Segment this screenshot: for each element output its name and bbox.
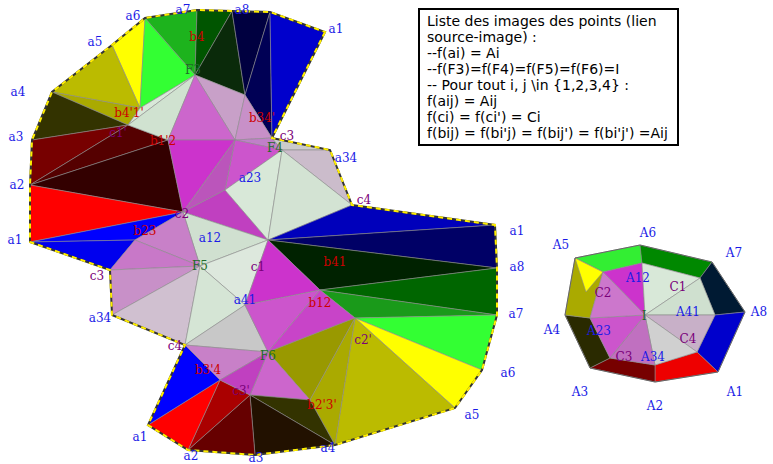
point-label: a7 [509, 308, 524, 321]
point-label: a6 [501, 367, 516, 380]
point-label: F4 [267, 142, 283, 155]
point-label: A7 [726, 247, 742, 260]
point-label: a4 [321, 442, 336, 455]
point-label: a5 [465, 409, 480, 422]
point-label: A41 [676, 306, 700, 319]
point-label: a41 [234, 294, 256, 307]
point-label: a3 [249, 452, 264, 464]
point-label: a7 [176, 4, 191, 17]
point-label: A4 [544, 324, 560, 337]
point-label: b34' [249, 112, 275, 125]
point-label: A3 [572, 386, 588, 399]
point-label: C1 [670, 281, 687, 294]
point-label: C2 [595, 287, 612, 300]
note-line: f(ci) = f(ci') = Ci [427, 109, 670, 125]
point-label: a1 [133, 431, 148, 444]
point-label: b3'4 [195, 364, 221, 377]
point-label: a5 [88, 36, 103, 49]
point-label: c1' [109, 127, 127, 140]
point-label: b2'3' [307, 399, 337, 412]
point-label: c4 [357, 194, 371, 207]
point-label: a4 [11, 86, 26, 99]
note-line: --f(F3)=f(F4)=f(F5)=f(F6)=I [427, 61, 670, 77]
point-label: b4 [189, 31, 204, 44]
point-label: a2 [184, 450, 199, 463]
point-label: A5 [553, 239, 569, 252]
note-box: Liste des images des points (lien source… [418, 8, 679, 146]
point-label: a34 [89, 312, 111, 325]
point-label: b4'1' [114, 107, 144, 120]
point-label: a1 [8, 234, 23, 247]
point-label: A23 [587, 325, 611, 338]
point-label: b23 [134, 225, 157, 238]
point-label: a1 [510, 225, 525, 238]
point-label: c2 [175, 208, 189, 221]
note-line: -- Pour tout i, j \in {1,2,3,4} : [427, 77, 670, 93]
net-face [270, 12, 325, 138]
point-label: A2 [647, 400, 663, 413]
point-label: I [642, 310, 647, 323]
point-label: a34 [335, 152, 357, 165]
polyhedron-outline [565, 245, 745, 382]
note-line: --f(ai) = Ai [427, 45, 670, 61]
point-label: c4 [168, 340, 182, 353]
point-label: A6 [640, 227, 656, 240]
point-label: a2 [10, 179, 25, 192]
point-label: a12 [199, 232, 221, 245]
note-line: Liste des images des points (lien source… [427, 13, 670, 45]
point-label: b1'2 [150, 135, 176, 148]
point-label: C4 [680, 333, 697, 346]
point-label: A34 [641, 351, 665, 364]
point-label: A12 [626, 272, 650, 285]
point-label: A1 [727, 386, 743, 399]
point-label: A8 [751, 306, 767, 319]
point-label: a8 [510, 261, 525, 274]
point-label: F3 [185, 64, 201, 77]
point-label: b41 [324, 256, 347, 269]
point-label: a3 [9, 131, 24, 144]
point-label: c2' [354, 334, 372, 347]
point-label: c3' [232, 385, 250, 398]
net-face [168, 75, 235, 140]
point-label: a1 [329, 23, 344, 36]
point-label: c1 [251, 261, 265, 274]
point-label: F6 [260, 350, 276, 363]
point-label: c3 [90, 270, 104, 283]
point-label: a8 [235, 4, 250, 17]
note-line: f(aij) = Aij [427, 93, 670, 109]
net-face [110, 240, 200, 270]
point-label: a23 [239, 172, 261, 185]
point-label: C3 [616, 351, 633, 364]
point-label: a6 [126, 10, 141, 23]
note-line: f(bij) = f(bi'j) = f(bij') = f(bi'j') =A… [427, 125, 670, 141]
point-label: b12 [309, 297, 332, 310]
point-label: F5 [192, 260, 208, 273]
